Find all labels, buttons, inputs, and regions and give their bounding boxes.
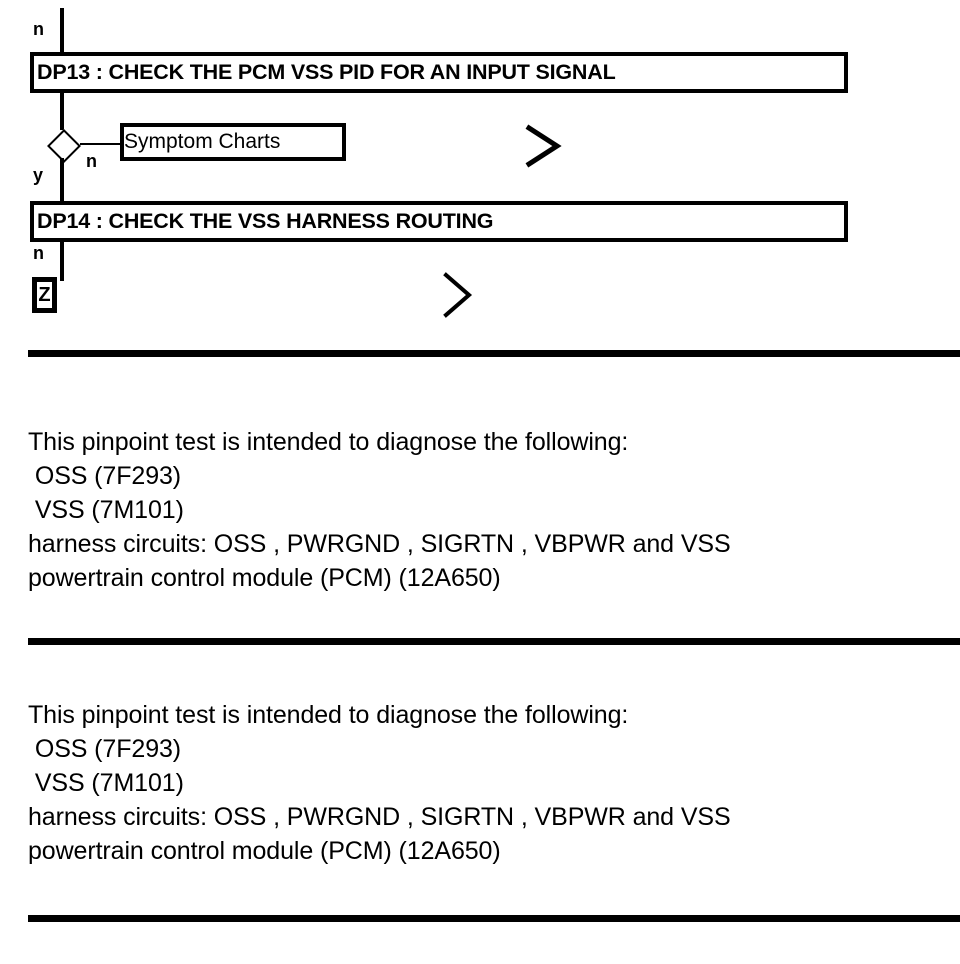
- description-line: harness circuits: OSS , PWRGND , SIGRTN …: [28, 803, 731, 831]
- edge-label-decision-no: n: [86, 151, 97, 171]
- connector-line-dp13-to-decision: [60, 92, 64, 130]
- pinpoint-test-description-1: This pinpoint test is intended to diagno…: [28, 425, 938, 595]
- edge-label-top: n: [33, 19, 44, 39]
- description-line: OSS (7F293): [28, 735, 182, 763]
- description-line: powertrain control module (PCM) (12A650): [28, 837, 501, 865]
- horizontal-rule-2: [28, 638, 960, 645]
- connector-line-dp14-to-terminal: [60, 241, 64, 281]
- connector-line-top: [60, 8, 64, 54]
- description-line: powertrain control module (PCM) (12A650): [28, 564, 501, 592]
- chevron-marker-1-icon: [525, 124, 565, 173]
- step-box-dp13[interactable]: DP13 : CHECK THE PCM VSS PID FOR AN INPU…: [30, 52, 848, 93]
- connector-line-decision-to-dp14: [60, 158, 64, 203]
- diagnostic-flowchart: n DP13 : CHECK THE PCM VSS PID FOR AN IN…: [0, 0, 960, 340]
- chevron-marker-2-icon: [442, 271, 476, 324]
- step-box-dp14[interactable]: DP14 : CHECK THE VSS HARNESS ROUTING: [30, 201, 848, 242]
- edge-label-dp14-no: n: [33, 243, 44, 263]
- diamond-shape: [47, 129, 81, 163]
- description-line: VSS (7M101): [28, 496, 184, 524]
- symptom-charts-box[interactable]: Symptom Charts: [120, 123, 346, 161]
- connector-line-decision-to-symptom: [80, 143, 122, 145]
- terminal-label-z: Z: [38, 284, 51, 306]
- horizontal-rule-1: [28, 350, 960, 357]
- horizontal-rule-3: [28, 915, 960, 922]
- terminal-box-z[interactable]: Z: [32, 277, 57, 313]
- decision-diamond[interactable]: [44, 126, 81, 163]
- step-label-dp13: DP13 : CHECK THE PCM VSS PID FOR AN INPU…: [37, 59, 616, 84]
- symptom-charts-label: Symptom Charts: [124, 130, 281, 153]
- pinpoint-test-description-2: This pinpoint test is intended to diagno…: [28, 698, 938, 868]
- edge-label-decision-yes: y: [33, 165, 44, 185]
- description-line: This pinpoint test is intended to diagno…: [28, 428, 629, 456]
- description-line: OSS (7F293): [28, 462, 182, 490]
- description-line: This pinpoint test is intended to diagno…: [28, 701, 629, 729]
- step-label-dp14: DP14 : CHECK THE VSS HARNESS ROUTING: [37, 208, 494, 233]
- description-line: harness circuits: OSS , PWRGND , SIGRTN …: [28, 530, 731, 558]
- description-line: VSS (7M101): [28, 769, 184, 797]
